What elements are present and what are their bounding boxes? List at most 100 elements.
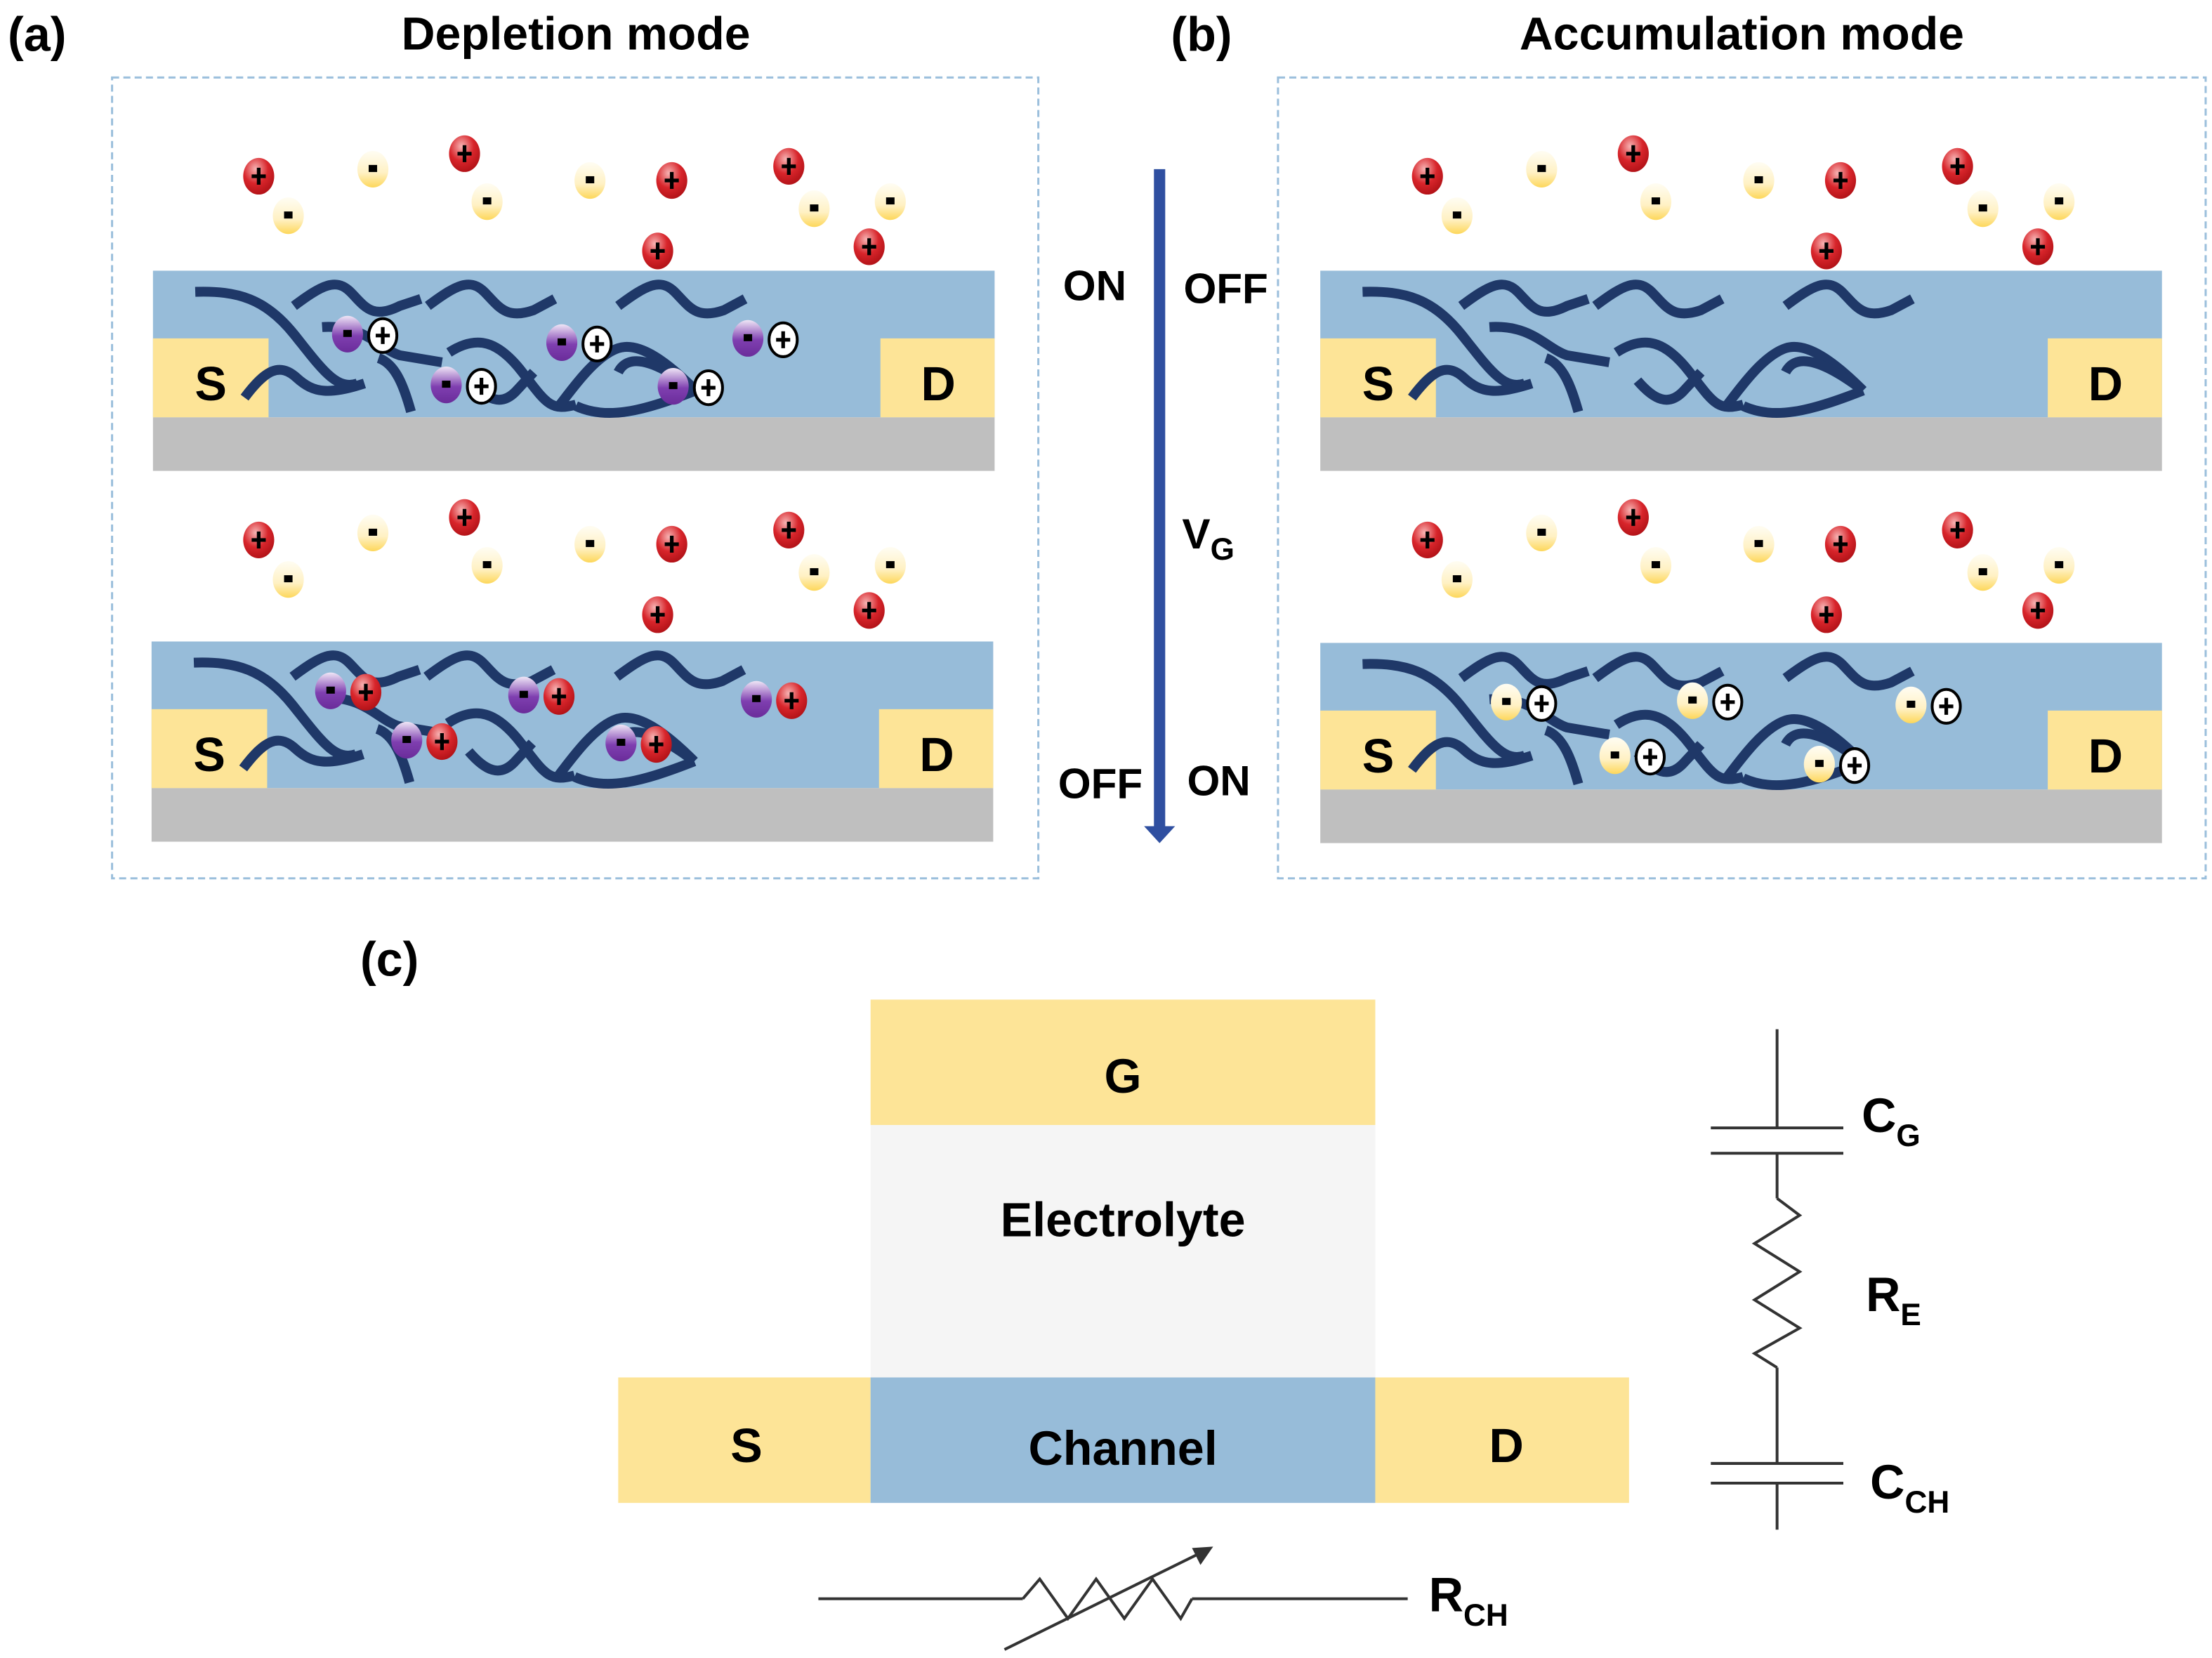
plus-sign-icon <box>474 378 489 395</box>
minus-sign-icon <box>586 176 595 183</box>
polymer-chain <box>1781 356 1867 395</box>
plus-sign-icon <box>376 327 390 344</box>
source-label: S <box>730 1419 763 1473</box>
channel-layer <box>151 641 994 789</box>
minus-sign-icon <box>1688 696 1697 704</box>
polymer-chain <box>1458 652 1590 689</box>
minus-sign-icon <box>519 690 528 698</box>
plus-sign-icon <box>650 242 665 260</box>
plus-sign-icon <box>782 521 796 539</box>
minus-sign-icon <box>810 204 819 212</box>
plus-sign-icon <box>664 535 679 553</box>
substrate <box>1320 417 2162 471</box>
plus-sign-icon <box>1626 508 1640 526</box>
polymer-chain <box>1633 369 1705 405</box>
electrolyte-resistor-symbol <box>1751 1197 1803 1369</box>
minus-sign-icon <box>442 381 451 388</box>
plus-sign-icon <box>358 683 374 701</box>
variable-arrow-icon <box>1192 1546 1213 1565</box>
polymer-chain <box>615 279 748 319</box>
plus-sign-icon <box>1833 171 1848 190</box>
substrate <box>1320 789 2162 843</box>
polymer-chain <box>1782 652 1915 691</box>
plus-sign-icon <box>862 238 876 256</box>
minus-sign-icon <box>1815 760 1824 768</box>
panel-b-frame <box>1277 76 2207 880</box>
source-label: S <box>1362 730 1395 783</box>
plus-sign-icon <box>1720 693 1735 711</box>
channel-block <box>870 1377 1376 1504</box>
minus-sign-icon <box>1610 751 1619 759</box>
panel-a-frame <box>111 76 1040 880</box>
polymer-chain <box>1458 279 1590 317</box>
minus-sign-icon <box>482 561 492 569</box>
minus-sign-icon <box>482 197 492 205</box>
polymer-chain <box>239 735 365 772</box>
plus-sign-icon <box>251 531 266 548</box>
plus-sign-icon <box>782 157 796 175</box>
panel-b-label: (b) <box>1171 8 1232 61</box>
plus-sign-icon <box>664 171 679 190</box>
vg-label: VG <box>1182 510 1235 567</box>
substrate <box>151 788 994 842</box>
minus-sign-icon <box>1907 700 1916 708</box>
panel-c-label: (c) <box>360 933 419 986</box>
polymer-chain <box>555 342 699 409</box>
minus-sign-icon <box>1537 164 1546 172</box>
plus-sign-icon <box>1819 606 1834 624</box>
cch-label: CCH <box>1870 1456 1949 1520</box>
minus-sign-icon <box>368 164 378 172</box>
equivalent-circuit <box>818 1029 1844 1651</box>
minus-sign-icon <box>368 528 378 536</box>
minus-sign-icon <box>1754 176 1763 183</box>
minus-sign-icon <box>886 561 895 569</box>
plus-sign-icon <box>2031 602 2046 619</box>
drain-electrode <box>2048 710 2162 790</box>
drain-label: D <box>921 357 955 411</box>
source-electrode <box>1320 710 1436 790</box>
minus-sign-icon <box>2055 197 2064 205</box>
minus-sign-icon <box>1502 697 1511 705</box>
plus-sign-icon <box>551 687 567 705</box>
plus-sign-icon <box>251 167 266 185</box>
plus-sign-icon <box>776 331 791 348</box>
polymer-chain <box>1489 322 1610 367</box>
channel-layer <box>1320 270 2162 418</box>
plus-sign-icon <box>590 335 605 353</box>
source-label: S <box>193 728 225 782</box>
drain-electrode <box>2048 338 2162 418</box>
polymer-chain <box>465 739 536 776</box>
panel-b-title: Accumulation mode <box>1520 8 1964 60</box>
drain-electrode <box>880 338 995 418</box>
plus-sign-icon <box>1642 749 1657 766</box>
minus-sign-icon <box>744 334 753 341</box>
polymer-chain <box>1782 279 1915 319</box>
polymer-chain <box>195 287 360 390</box>
cg-label: CG <box>1862 1089 1921 1153</box>
minus-sign-icon <box>669 382 678 390</box>
minus-sign-icon <box>617 739 626 746</box>
accumulation-off-label: OFF <box>1183 265 1268 312</box>
minus-sign-icon <box>343 329 352 337</box>
plus-sign-icon <box>457 508 472 526</box>
minus-sign-icon <box>752 695 761 702</box>
polymer-chain <box>291 279 423 317</box>
drain-electrode <box>1375 1377 1629 1504</box>
plus-sign-icon <box>2031 238 2046 256</box>
plus-sign-icon <box>862 602 876 619</box>
minus-sign-icon <box>1754 539 1763 547</box>
minus-sign-icon <box>1452 575 1461 583</box>
minus-sign-icon <box>284 211 293 219</box>
minus-sign-icon <box>1452 211 1461 219</box>
plus-sign-icon <box>784 692 799 709</box>
polymer-chain <box>445 708 576 783</box>
plus-sign-icon <box>1626 145 1640 162</box>
polymer-chain <box>1613 337 1745 412</box>
gate-electrode <box>870 999 1376 1126</box>
polymer-chain <box>240 364 367 401</box>
plus-sign-icon <box>1950 157 1965 175</box>
